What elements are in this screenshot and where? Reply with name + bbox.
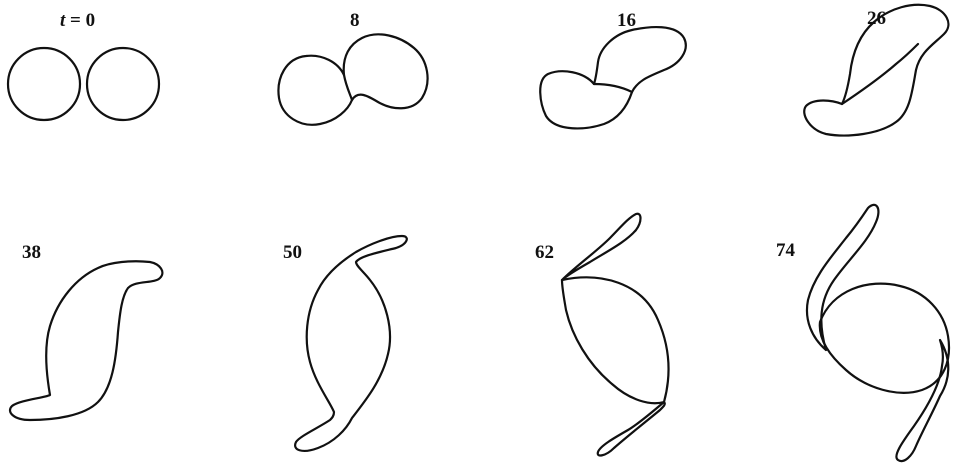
vortex-filament-lower-t62 (598, 402, 665, 455)
panel-label-t16: 16 (617, 10, 636, 31)
vortex-contour-t16-inner (594, 84, 632, 92)
panel-t16: 16 (540, 10, 686, 128)
panel-t38: 38 (10, 242, 162, 420)
panel-label-t0: t = 0 (60, 10, 95, 31)
panel-t26: 26 (804, 5, 948, 136)
vortex-core-t74 (820, 284, 949, 393)
panel-label-t50: 50 (283, 242, 302, 263)
vortex-patch-right (87, 48, 159, 120)
vortex-contour-t38 (10, 261, 162, 420)
vortex-core-t62 (562, 277, 669, 403)
vortex-patch-left (8, 48, 80, 120)
panel-t62: 62 (535, 214, 669, 456)
panel-label-t8: 8 (350, 10, 360, 31)
panel-t74: 74 (776, 205, 949, 461)
panel-t0: t = 0 (8, 10, 159, 120)
vortex-contour-t50 (295, 236, 407, 451)
vortex-contour-t8 (278, 34, 427, 124)
vortex-contour-t16 (540, 27, 686, 128)
panel-label-t38: 38 (22, 242, 41, 263)
panel-t8: 8 (278, 10, 427, 125)
vortex-filament-upper-t74 (807, 205, 878, 350)
panel-label-t74: 74 (776, 240, 796, 261)
vortex-contour-t8-inner (344, 75, 352, 100)
panel-t50: 50 (283, 236, 407, 451)
panel-label-t62: 62 (535, 242, 554, 263)
vortex-filament-upper-t62 (562, 214, 641, 280)
vortex-filament-lower-t74 (896, 340, 948, 461)
